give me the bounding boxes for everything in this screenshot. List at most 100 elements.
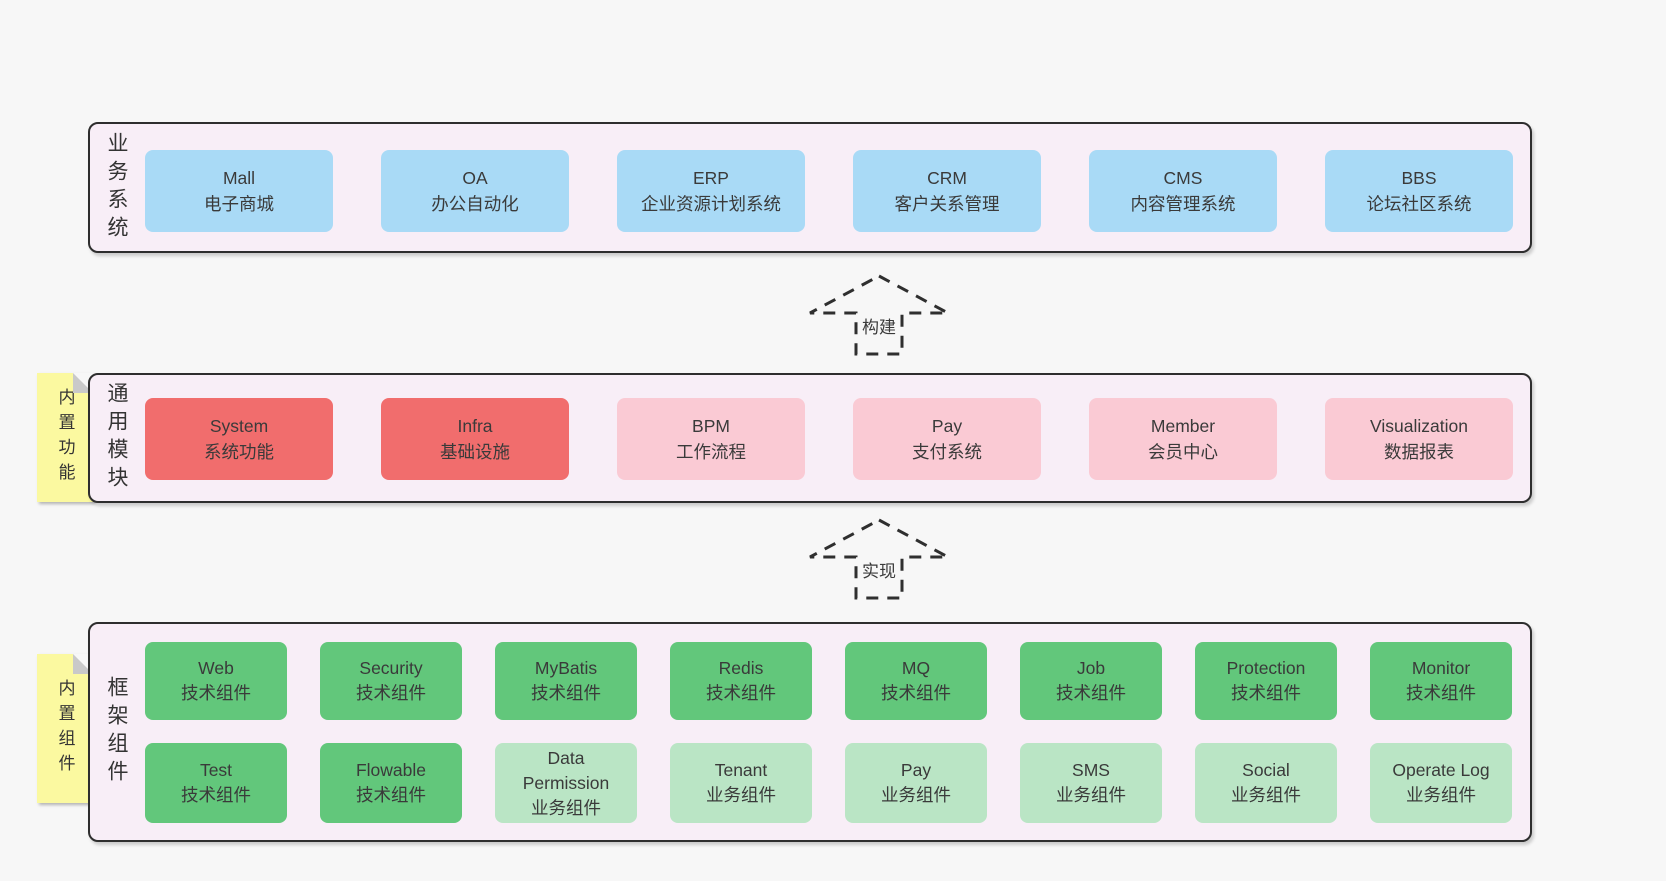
box-crm: CRM 客户关系管理: [853, 150, 1041, 232]
box-pay-module-name: Pay: [931, 416, 963, 436]
box-oa: OA 办公自动化: [381, 150, 569, 232]
box-protection-desc: 技术组件: [1231, 683, 1301, 703]
box-monitor-name: Monitor: [1411, 658, 1471, 678]
box-erp-desc: 企业资源计划系统: [641, 194, 781, 214]
sticky-built-in-components-label: 内置组件: [55, 678, 75, 779]
box-mybatis-desc: 技术组件: [531, 683, 601, 703]
box-protection: Protection 技术组件: [1195, 642, 1337, 720]
box-web-desc: 技术组件: [181, 683, 251, 703]
box-data-permission-desc: 业务组件: [531, 797, 601, 818]
up-arrow-dashed-icon: [809, 518, 949, 600]
box-security-desc: 技术组件: [356, 683, 426, 703]
box-flowable: Flowable 技术组件: [320, 743, 462, 823]
sticky-built-in-components: 内置组件: [37, 654, 93, 803]
box-data-permission-name: Data Permission: [522, 747, 610, 793]
common-modules-row: System 系统功能 Infra 基础设施 BPM 工作流程 Pay 支付系统…: [145, 398, 1513, 480]
box-mq-name: MQ: [901, 658, 931, 678]
box-mall-desc: 电子商城: [204, 194, 274, 214]
box-monitor: Monitor 技术组件: [1370, 642, 1512, 720]
box-mq-desc: 技术组件: [881, 683, 951, 703]
box-system-name: System: [209, 416, 269, 436]
box-infra: Infra 基础设施: [381, 398, 569, 480]
arrow-implement-label: 实现: [862, 562, 896, 581]
box-tenant-desc: 业务组件: [706, 785, 776, 805]
box-social-desc: 业务组件: [1231, 785, 1301, 805]
sticky-built-in-features: 内置功能: [37, 373, 93, 502]
box-bbs-desc: 论坛社区系统: [1366, 194, 1472, 214]
box-data-permission: Data Permission 业务组件: [495, 743, 637, 823]
box-member-desc: 会员中心: [1148, 442, 1218, 462]
box-cms-desc: 内容管理系统: [1130, 194, 1236, 214]
box-redis-desc: 技术组件: [706, 683, 776, 703]
band-framework-components: 框架组件 Web 技术组件 Security 技术组件 MyBatis 技术组件…: [88, 622, 1532, 842]
box-cms: CMS 内容管理系统: [1089, 150, 1277, 232]
band-common-modules: 通用模块 System 系统功能 Infra 基础设施 BPM 工作流程 Pay…: [88, 373, 1532, 503]
box-social-name: Social: [1242, 760, 1290, 780]
box-mybatis: MyBatis 技术组件: [495, 642, 637, 720]
box-mq: MQ 技术组件: [845, 642, 987, 720]
box-oa-name: OA: [462, 168, 488, 188]
box-sms: SMS 业务组件: [1020, 743, 1162, 823]
box-operate-log: Operate Log 业务组件: [1370, 743, 1512, 823]
box-security: Security 技术组件: [320, 642, 462, 720]
framework-components-row-1: Web 技术组件 Security 技术组件 MyBatis 技术组件 Redi…: [145, 642, 1512, 720]
arrow-implement: 实现: [807, 517, 951, 601]
box-crm-name: CRM: [927, 168, 967, 188]
box-bbs-name: BBS: [1401, 168, 1437, 188]
box-infra-name: Infra: [457, 416, 493, 436]
band-business-systems: 业务系统 Mall 电子商城 OA 办公自动化 ERP 企业资源计划系统 CRM…: [88, 122, 1532, 253]
box-pay-module-desc: 支付系统: [912, 442, 982, 462]
box-flowable-desc: 技术组件: [356, 785, 426, 805]
box-security-name: Security: [359, 658, 423, 678]
box-flowable-name: Flowable: [355, 760, 427, 780]
box-visualization-desc: 数据报表: [1384, 442, 1454, 462]
box-member: Member 会员中心: [1089, 398, 1277, 480]
framework-components-row-2: Test 技术组件 Flowable 技术组件 Data Permission …: [145, 743, 1512, 823]
arrow-build: 构建: [807, 273, 951, 357]
box-cms-name: CMS: [1163, 168, 1203, 188]
box-job-desc: 技术组件: [1056, 683, 1126, 703]
box-redis: Redis 技术组件: [670, 642, 812, 720]
box-visualization-name: Visualization: [1370, 416, 1468, 436]
box-erp-name: ERP: [693, 168, 729, 188]
box-pay-component-name: Pay: [900, 760, 932, 780]
box-crm-desc: 客户关系管理: [894, 194, 1000, 214]
box-operate-log-desc: 业务组件: [1406, 785, 1476, 805]
box-sms-desc: 业务组件: [1056, 785, 1126, 805]
box-pay-component: Pay 业务组件: [845, 743, 987, 823]
box-pay-module: Pay 支付系统: [853, 398, 1041, 480]
arrow-build-label: 构建: [862, 318, 896, 337]
box-mybatis-name: MyBatis: [534, 658, 598, 678]
box-infra-desc: 基础设施: [440, 442, 510, 462]
box-test-name: Test: [199, 760, 233, 780]
box-test-desc: 技术组件: [181, 785, 251, 805]
box-web-name: Web: [198, 658, 234, 678]
band-business-systems-label: 业务系统: [105, 131, 128, 244]
box-system: System 系统功能: [145, 398, 333, 480]
box-social: Social 业务组件: [1195, 743, 1337, 823]
box-sms-name: SMS: [1072, 760, 1110, 780]
box-erp: ERP 企业资源计划系统: [617, 150, 805, 232]
box-protection-name: Protection: [1226, 658, 1306, 678]
box-mall-name: Mall: [222, 168, 256, 188]
box-system-desc: 系统功能: [204, 442, 274, 462]
box-operate-log-name: Operate Log: [1392, 760, 1490, 780]
box-redis-name: Redis: [718, 658, 764, 678]
box-job-name: Job: [1076, 658, 1106, 678]
box-visualization: Visualization 数据报表: [1325, 398, 1513, 480]
band-framework-components-label: 框架组件: [105, 676, 128, 788]
box-pay-component-desc: 业务组件: [881, 785, 951, 805]
box-tenant-name: Tenant: [714, 760, 768, 780]
box-bpm-name: BPM: [692, 416, 730, 436]
business-systems-row: Mall 电子商城 OA 办公自动化 ERP 企业资源计划系统 CRM 客户关系…: [145, 150, 1513, 232]
box-bpm: BPM 工作流程: [617, 398, 805, 480]
box-oa-desc: 办公自动化: [431, 194, 519, 214]
box-tenant: Tenant 业务组件: [670, 743, 812, 823]
box-test: Test 技术组件: [145, 743, 287, 823]
sticky-built-in-features-label: 内置功能: [55, 387, 75, 488]
box-web: Web 技术组件: [145, 642, 287, 720]
box-job: Job 技术组件: [1020, 642, 1162, 720]
up-arrow-dashed-icon: [809, 274, 949, 356]
box-monitor-desc: 技术组件: [1406, 683, 1476, 703]
